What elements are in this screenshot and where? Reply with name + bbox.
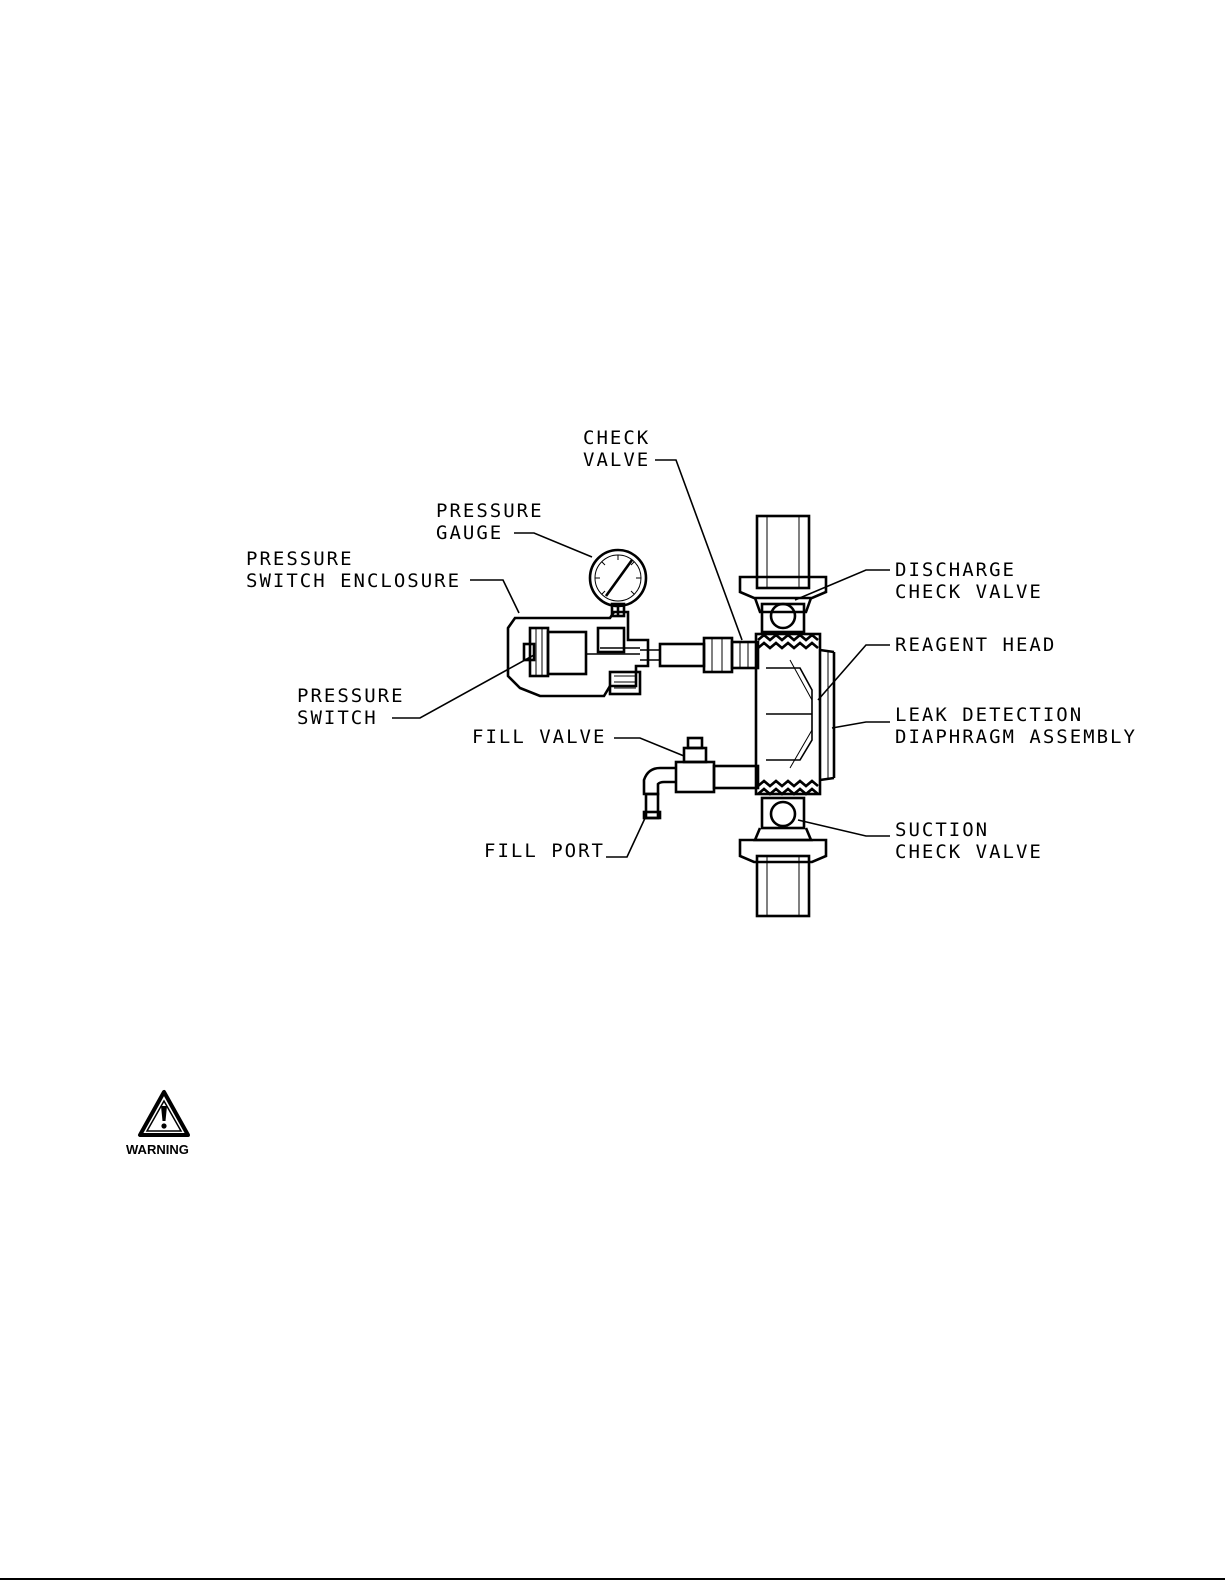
upper-side-piping (640, 638, 758, 672)
check-valve-body (732, 642, 758, 668)
label-pressure-gauge: PRESSURE GAUGE (436, 500, 544, 544)
fill-port-label: FILL PORT (484, 840, 605, 862)
check-valve-label-line2: VALVE (583, 449, 650, 471)
footer-rule (0, 1578, 1225, 1580)
gauge-needle (606, 560, 632, 596)
discharge-label-line2: CHECK VALVE (895, 581, 1043, 603)
fill-valve-assembly (644, 738, 758, 818)
suction-label-line2: CHECK VALVE (895, 841, 1043, 863)
pressure-gauge-label-line2: GAUGE (436, 522, 503, 544)
label-suction-check-valve: SUCTION CHECK VALVE (895, 819, 1043, 863)
discharge-ball (771, 604, 795, 628)
fill-port (646, 794, 658, 818)
leader-fill-port (606, 816, 646, 857)
suction-nut (740, 840, 826, 862)
leak-detection-label-line2: DIAPHRAGM ASSEMBLY (895, 726, 1137, 748)
fill-valve-stem (684, 748, 706, 762)
enclosure-label-line2: SWITCH ENCLOSURE (246, 570, 461, 592)
union-fitting (704, 638, 732, 672)
fill-valve-body (676, 762, 714, 792)
label-pressure-switch: PRESSURE SWITCH (297, 685, 405, 729)
pressure-switch-enclosure (508, 612, 648, 696)
warning-triangle-icon (140, 1092, 188, 1135)
pump-head-assembly (740, 516, 834, 916)
suction-label-line1: SUCTION (895, 819, 989, 841)
pressure-switch-label-line2: SWITCH (297, 707, 378, 729)
leader-check-valve (655, 460, 742, 640)
warning-label: WARNING (126, 1142, 189, 1157)
label-discharge-check-valve: DISCHARGE CHECK VALVE (895, 559, 1043, 603)
reagent-head-label: REAGENT HEAD (895, 634, 1056, 656)
fill-valve-label: FILL VALVE (472, 726, 606, 748)
leak-detection-label-line1: LEAK DETECTION (895, 704, 1083, 726)
fill-valve-cap (688, 738, 702, 748)
label-check-valve: CHECK VALVE (583, 427, 650, 471)
label-pressure-switch-enclosure: PRESSURE SWITCH ENCLOSURE (246, 548, 461, 592)
enclosure-label-line1: PRESSURE (246, 548, 354, 570)
pressure-switch-label-line1: PRESSURE (297, 685, 405, 707)
leader-suction (798, 820, 890, 836)
suction-pipe (757, 856, 809, 916)
leader-enclosure (470, 580, 519, 613)
leader-fill-valve (614, 738, 684, 756)
discharge-label-line1: DISCHARGE (895, 559, 1016, 581)
check-valve-label-line1: CHECK (583, 427, 650, 449)
leader-pressure-gauge (514, 533, 592, 557)
pipe-segment-upper (660, 644, 704, 666)
suction-ball (771, 802, 795, 826)
fill-pipe-segment (714, 766, 758, 788)
pressure-gauge (590, 550, 646, 616)
leader-reagent-head (818, 645, 890, 700)
leader-pressure-switch (392, 655, 534, 718)
leader-leak-detection (832, 722, 890, 728)
label-leak-detection: LEAK DETECTION DIAPHRAGM ASSEMBLY (895, 704, 1137, 748)
pressure-gauge-label-line1: PRESSURE (436, 500, 544, 522)
